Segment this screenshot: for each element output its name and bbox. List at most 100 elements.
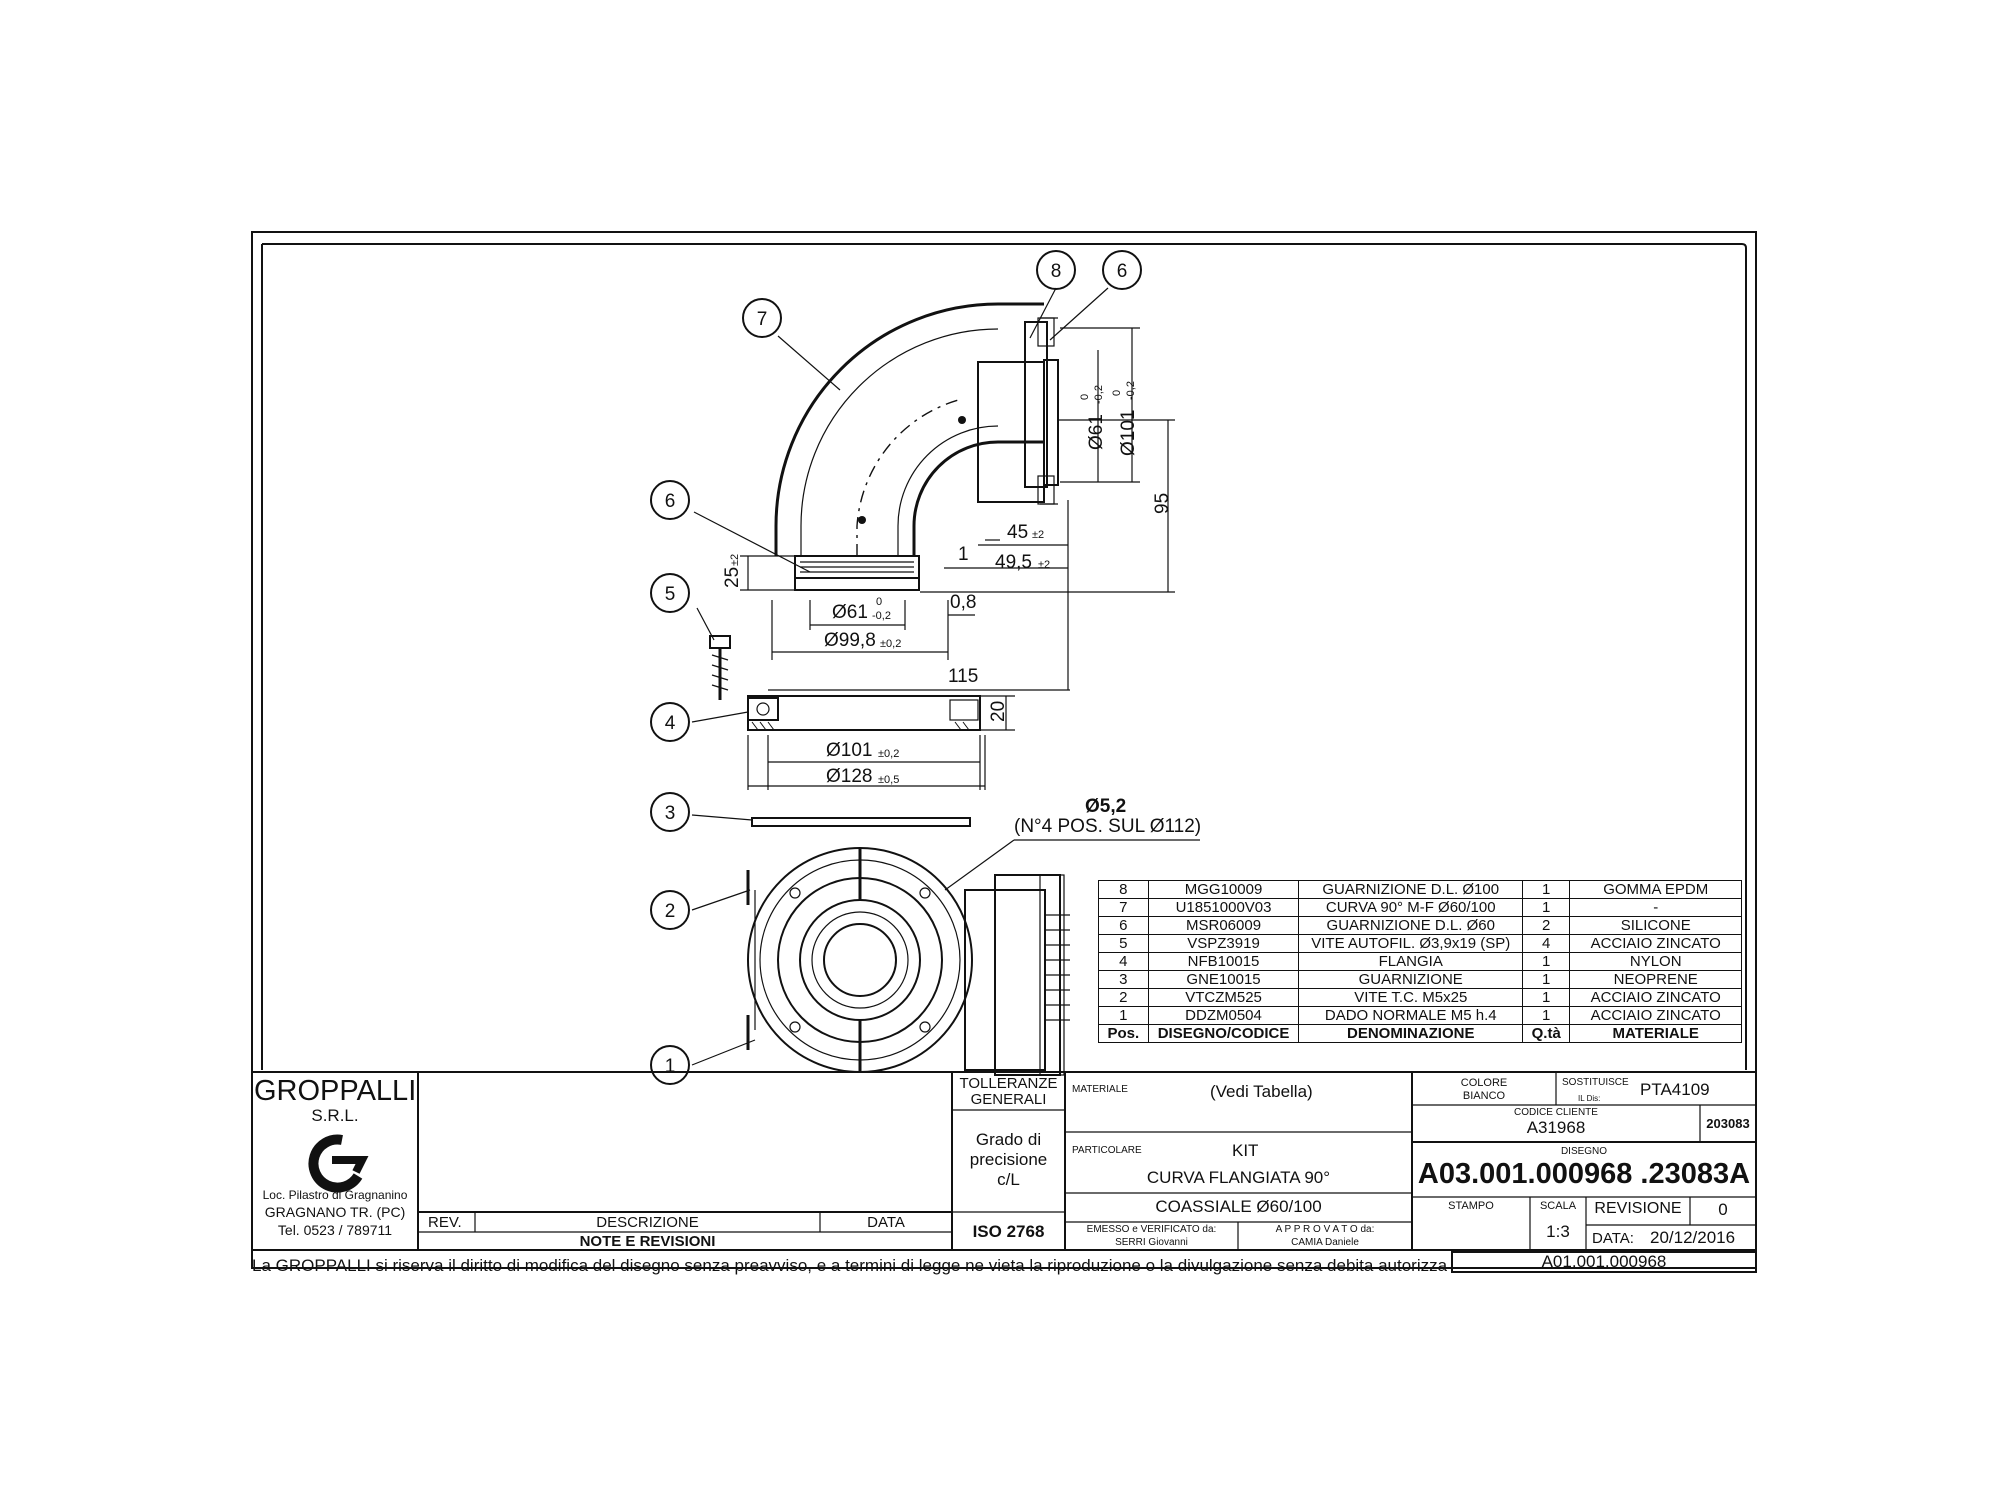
bom-cell: ACCIAIO ZINCATO: [1569, 1006, 1742, 1025]
bom-cell: 6: [1098, 916, 1149, 935]
dim-49-5: 49,5: [995, 552, 1032, 573]
scala-value: 1:3: [1546, 1222, 1570, 1241]
balloon: 4: [650, 702, 690, 742]
svg-text:1: 1: [665, 1056, 676, 1077]
svg-text:4: 4: [665, 713, 676, 734]
sostituisce-sub: IL Dis:: [1578, 1094, 1601, 1103]
balloon: 2: [650, 890, 690, 930]
bom-cell: SILICONE: [1569, 916, 1742, 935]
revisione-value: 0: [1718, 1200, 1728, 1219]
dim-hole-note: (N°4 POS. SUL Ø112): [1014, 816, 1201, 837]
bom-header-cell: DENOMINAZIONE: [1298, 1024, 1524, 1043]
balloon: 8: [1036, 250, 1076, 290]
bom-cell: NFB10015: [1147, 952, 1300, 971]
gasket-part: [751, 817, 971, 827]
bom-cell: GOMMA EPDM: [1569, 880, 1742, 899]
svg-text:±0,2: ±0,2: [878, 748, 899, 760]
company-address-2: GRAGNANO TR. (PC): [264, 1204, 406, 1220]
dim-d101-top: Ø101: [1118, 410, 1139, 456]
title-block-lines: [252, 1071, 1757, 1273]
particolare-value: KIT: [1232, 1141, 1259, 1160]
bottom-code: A01.001.000968: [1541, 1252, 1667, 1271]
company-suffix: S.R.L.: [311, 1106, 359, 1125]
bom-cell: GUARNIZIONE D.L. Ø60: [1298, 916, 1524, 935]
bom-cell: VTCZM525: [1147, 988, 1300, 1007]
bom-cell: VSPZ3919: [1147, 934, 1300, 953]
dim-d101-flange: Ø101: [826, 740, 872, 761]
revision-col-desc: DESCRIZIONE: [596, 1214, 699, 1231]
balloon: 6: [1102, 250, 1142, 290]
svg-text:±2: ±2: [1032, 529, 1044, 541]
colore-value: BIANCO: [1462, 1090, 1506, 1102]
dim-115: 115: [948, 666, 978, 687]
dim-d99-8: Ø99,8: [824, 630, 876, 651]
svg-text:-0,2: -0,2: [1125, 381, 1137, 400]
balloon-leaders: [691, 287, 1109, 1066]
revision-col-date: DATA: [867, 1214, 905, 1231]
company-address-1: Loc. Pilastro di Gragnanino: [262, 1188, 408, 1202]
data-value: 20/12/2016: [1650, 1228, 1736, 1247]
company-phone: Tel. 0523 / 789711: [277, 1222, 393, 1238]
bom-cell: 4: [1098, 952, 1149, 971]
dim-0-8: 0,8: [950, 592, 976, 613]
bom-cell: 2: [1098, 988, 1149, 1007]
svg-text:6: 6: [1117, 261, 1128, 282]
part-description-1: CURVA FLANGIATA 90°: [1146, 1168, 1331, 1187]
balloon: 5: [650, 573, 690, 613]
balloon: 7: [742, 298, 782, 338]
svg-text:6: 6: [665, 491, 676, 512]
screw-part: [709, 635, 731, 700]
iso-standard: ISO 2768: [972, 1222, 1045, 1241]
balloon: 1: [650, 1045, 690, 1085]
outer-frame: [251, 231, 1757, 1269]
bom-cell: 1: [1522, 952, 1571, 971]
svg-text:-0,2: -0,2: [1093, 385, 1105, 404]
company-name: GROPPALLI: [254, 1075, 417, 1107]
dim-20: 20: [988, 701, 1009, 722]
svg-text:7: 7: [757, 309, 768, 330]
bom-cell: NEOPRENE: [1569, 970, 1742, 989]
bom-cell: DADO NORMALE M5 h.4: [1298, 1006, 1524, 1025]
dim-1: 1: [958, 544, 969, 565]
bom-cell: 1: [1522, 970, 1571, 989]
bom-header-cell: Q.tà: [1522, 1024, 1571, 1043]
bom-cell: 1: [1522, 880, 1571, 899]
flange-part: [747, 695, 981, 731]
drawing-number: A03.001.000968 .23083A: [1417, 1158, 1751, 1190]
materiale-label: MATERIALE: [1072, 1084, 1128, 1095]
sostituisce-label: SOSTITUISCE: [1562, 1077, 1629, 1088]
bom-cell: NYLON: [1569, 952, 1742, 971]
dim-45: 45: [1007, 522, 1028, 543]
bom-cell: FLANGIA: [1298, 952, 1524, 971]
svg-text:0: 0: [1079, 394, 1091, 400]
particolare-label: PARTICOLARE: [1072, 1145, 1142, 1156]
bom-header-cell: DISEGNO/CODICE: [1147, 1024, 1300, 1043]
bom-cell: VITE AUTOFIL. Ø3,9x19 (SP): [1298, 934, 1524, 953]
bom-cell: 1: [1522, 1006, 1571, 1025]
bom-header-cell: Pos.: [1098, 1024, 1149, 1043]
dim-25: 25: [722, 567, 743, 588]
bom-cell: 1: [1098, 1006, 1149, 1025]
revisione-label: REVISIONE: [1594, 1200, 1682, 1217]
bom-cell: DDZM0504: [1147, 1006, 1300, 1025]
bom-cell: ACCIAIO ZINCATO: [1569, 934, 1742, 953]
part-description-2: COASSIALE Ø60/100: [1155, 1197, 1322, 1216]
codice-cliente-label: CODICE CLIENTE: [1514, 1107, 1598, 1118]
bom-cell: 2: [1522, 916, 1571, 935]
dim-d61-bottom: Ø61: [832, 602, 868, 623]
company-block: GROPPALLI S.R.L.: [254, 1076, 416, 1126]
svg-text:-0,2: -0,2: [872, 610, 891, 622]
bom-cell: GUARNIZIONE D.L. Ø100: [1298, 880, 1524, 899]
dim-hole-d: Ø5,2: [1085, 796, 1126, 817]
bom-cell: ACCIAIO ZINCATO: [1569, 988, 1742, 1007]
scala-label: SCALA: [1539, 1200, 1577, 1212]
svg-text:±2: ±2: [729, 554, 741, 566]
disegno-label: DISEGNO: [1560, 1146, 1608, 1157]
